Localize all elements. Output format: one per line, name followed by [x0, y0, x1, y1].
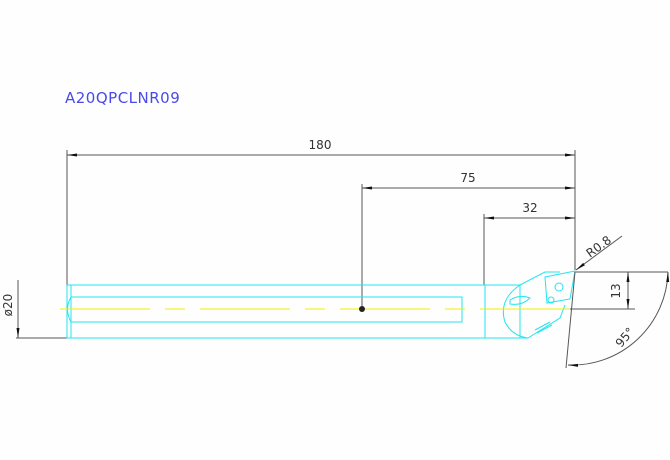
reference-point-marker	[359, 306, 365, 312]
nose-radius-label: R0.8	[584, 233, 614, 260]
dimension-offset: 13	[609, 272, 630, 309]
offset-label: 13	[609, 283, 623, 298]
dimension-diameter-label: ø20	[1, 294, 15, 317]
dimension-overall-length: 180	[67, 138, 575, 157]
approach-angle-label: 95°	[613, 325, 637, 350]
dimension-180-label: 180	[309, 138, 332, 152]
dimension-75-label: 75	[460, 171, 475, 185]
dimension-32-label: 32	[522, 201, 537, 215]
dimension-shank-diameter: ø20	[1, 280, 20, 338]
dimension-nose-radius: R0.8	[575, 233, 623, 271]
drawing-title: A20QPCLNR09	[65, 89, 181, 107]
dimension-mid-length: 75	[362, 171, 575, 190]
extension-lines	[16, 150, 668, 339]
tool-head	[485, 270, 576, 339]
insert	[544, 270, 576, 304]
dimension-head-length: 32	[484, 201, 575, 220]
tool-shank	[66, 284, 486, 339]
